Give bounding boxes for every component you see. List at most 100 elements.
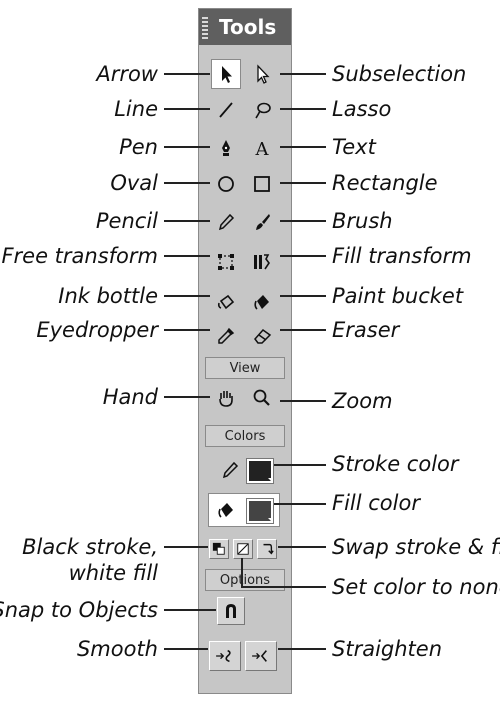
leader-eyedropper bbox=[164, 329, 210, 331]
text-tool[interactable]: A bbox=[247, 133, 277, 163]
eraser-tool[interactable] bbox=[247, 321, 277, 351]
label-oval: Oval bbox=[110, 171, 158, 195]
label-free-transform: Free transform bbox=[1, 244, 158, 268]
subselection-tool[interactable] bbox=[247, 59, 277, 89]
text-icon: A bbox=[255, 139, 270, 159]
label-black-stroke-1: Black stroke, bbox=[22, 535, 158, 559]
fill-color-swatch[interactable] bbox=[246, 498, 274, 524]
label-swap: Swap stroke & fill bbox=[332, 535, 500, 559]
label-lasso: Lasso bbox=[332, 97, 392, 121]
brush-tool[interactable] bbox=[247, 207, 277, 237]
label-fill-transform: Fill transform bbox=[332, 244, 472, 268]
rectangle-tool[interactable] bbox=[247, 169, 277, 199]
ink-bottle-tool[interactable] bbox=[211, 287, 241, 317]
free-transform-icon bbox=[218, 254, 234, 270]
leader-set-none-vertical bbox=[241, 558, 243, 588]
label-arrow: Arrow bbox=[96, 62, 158, 86]
leader-rectangle bbox=[280, 182, 326, 184]
pen-icon bbox=[222, 140, 230, 156]
leader-zoom bbox=[280, 400, 326, 402]
smooth-icon bbox=[216, 649, 231, 663]
label-black-stroke-2: white fill bbox=[68, 561, 158, 585]
lasso-tool[interactable] bbox=[247, 95, 277, 125]
zoom-icon bbox=[253, 389, 270, 406]
label-snap: Snap to Objects bbox=[0, 598, 158, 622]
oval-icon bbox=[218, 176, 234, 192]
straighten-button[interactable] bbox=[245, 641, 277, 671]
lasso-icon bbox=[255, 102, 271, 119]
label-rectangle: Rectangle bbox=[332, 171, 438, 195]
leader-hand bbox=[164, 396, 210, 398]
svg-text:A: A bbox=[255, 139, 270, 159]
fill-transform-tool[interactable] bbox=[247, 247, 277, 277]
hand-tool[interactable] bbox=[211, 383, 241, 413]
label-ink-bottle: Ink bottle bbox=[58, 284, 158, 308]
label-eraser: Eraser bbox=[332, 318, 400, 342]
leader-brush bbox=[280, 220, 326, 222]
label-line: Line bbox=[114, 97, 158, 121]
label-smooth: Smooth bbox=[76, 637, 158, 661]
pencil-icon bbox=[222, 461, 239, 479]
leader-swap bbox=[278, 546, 326, 548]
leader-lasso bbox=[280, 108, 326, 110]
set-color-none-button[interactable] bbox=[233, 539, 253, 559]
pen-tool[interactable] bbox=[211, 133, 241, 163]
label-pen: Pen bbox=[119, 135, 158, 159]
label-text: Text bbox=[332, 135, 376, 159]
leader-line bbox=[164, 108, 210, 110]
smooth-button[interactable] bbox=[209, 641, 241, 671]
label-subselection: Subselection bbox=[332, 62, 467, 86]
options-section-header: Options bbox=[205, 569, 285, 591]
arrow-icon bbox=[222, 66, 232, 83]
label-pencil: Pencil bbox=[95, 209, 158, 233]
no-color-icon bbox=[237, 543, 249, 555]
label-zoom: Zoom bbox=[332, 389, 393, 413]
leader-free-transform bbox=[164, 255, 210, 257]
eraser-icon bbox=[254, 328, 272, 344]
label-brush: Brush bbox=[332, 209, 393, 233]
leader-fill-color bbox=[274, 503, 326, 505]
label-fill-color: Fill color bbox=[332, 491, 420, 515]
line-tool[interactable] bbox=[211, 95, 241, 125]
zoom-tool[interactable] bbox=[247, 383, 277, 413]
label-eyedropper: Eyedropper bbox=[36, 318, 158, 342]
label-paint-bucket: Paint bucket bbox=[332, 284, 464, 308]
leader-pencil bbox=[164, 220, 210, 222]
straighten-icon bbox=[252, 650, 267, 662]
leader-straighten bbox=[278, 648, 326, 650]
magnet-icon bbox=[226, 604, 236, 618]
free-transform-tool[interactable] bbox=[211, 247, 241, 277]
snap-to-objects-button[interactable] bbox=[217, 597, 245, 625]
label-hand: Hand bbox=[102, 385, 158, 409]
panel-title[interactable]: Tools bbox=[199, 9, 291, 45]
tools-panel: Tools A bbox=[198, 8, 292, 694]
paint-bucket-tool[interactable] bbox=[247, 287, 277, 317]
stroke-color-swatch[interactable] bbox=[246, 458, 274, 484]
pencil-tool[interactable] bbox=[211, 207, 241, 237]
paint-bucket-icon bbox=[218, 503, 233, 518]
rectangle-icon bbox=[254, 176, 270, 192]
fill-bucket-icon-wrap bbox=[211, 495, 241, 525]
line-icon bbox=[219, 102, 233, 118]
oval-tool[interactable] bbox=[211, 169, 241, 199]
leader-snap bbox=[164, 609, 216, 611]
leader-smooth bbox=[164, 648, 208, 650]
label-set-none: Set color to none bbox=[332, 575, 500, 599]
swap-icon bbox=[263, 543, 274, 555]
black-stroke-white-fill-button[interactable] bbox=[209, 539, 229, 559]
leader-set-none bbox=[241, 586, 326, 588]
label-stroke-color: Stroke color bbox=[332, 452, 459, 476]
paint-bucket-icon bbox=[254, 295, 269, 310]
leader-oval bbox=[164, 182, 210, 184]
fill-transform-icon bbox=[254, 254, 270, 270]
swap-stroke-fill-button[interactable] bbox=[257, 539, 277, 559]
leader-black-stroke bbox=[164, 546, 208, 548]
eyedropper-tool[interactable] bbox=[211, 321, 241, 351]
leader-paint-bucket bbox=[280, 295, 326, 297]
hand-icon bbox=[219, 391, 233, 407]
arrow-tool[interactable] bbox=[211, 59, 241, 89]
stroke-pencil-icon-wrap bbox=[215, 455, 245, 485]
eyedropper-icon bbox=[218, 327, 235, 344]
leader-stroke-color bbox=[274, 464, 326, 466]
drag-grip[interactable] bbox=[202, 17, 208, 39]
